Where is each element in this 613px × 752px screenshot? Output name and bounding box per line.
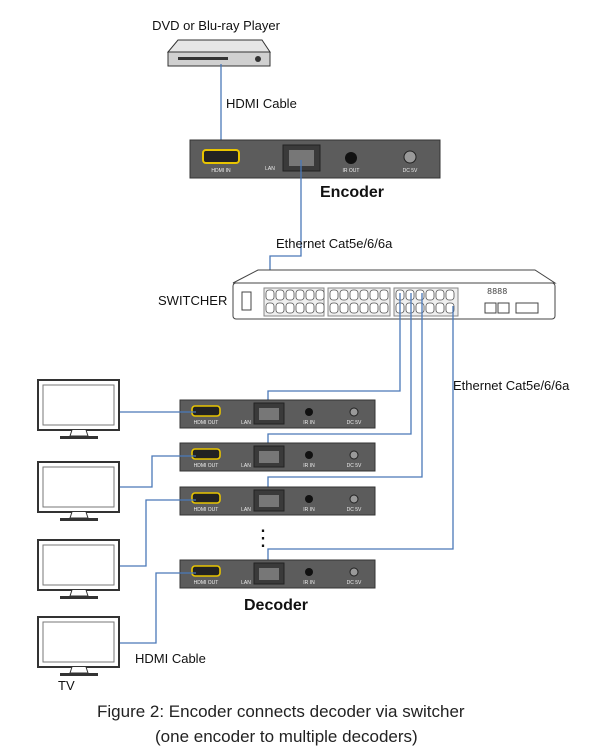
switcher-device: 8888 — [232, 269, 557, 320]
switch-port — [369, 302, 379, 314]
switcher-label: SWITCHER — [158, 293, 227, 308]
decoder-port-label: HDMI OUT — [194, 580, 219, 586]
hdmi-cable-bottom-label: HDMI Cable — [135, 651, 206, 666]
switch-port — [359, 289, 369, 301]
decoder-port-label: LAN — [241, 507, 251, 513]
switch-port — [265, 302, 275, 314]
switch-port — [329, 302, 339, 314]
caption-line-2: (one encoder to multiple decoders) — [155, 727, 418, 746]
ethernet-top-label: Ethernet Cat5e/6/6a — [276, 236, 393, 251]
ethernet-cable-decoder-4 — [267, 306, 454, 566]
switch-port — [425, 289, 435, 301]
switch-port — [295, 302, 305, 314]
tv-icon — [37, 539, 120, 599]
decoder-port-label: IR IN — [303, 420, 315, 426]
encoder-port-hdmi-in: HDMI IN — [211, 168, 231, 174]
switch-port — [329, 289, 339, 301]
decoder-port-label: HDMI OUT — [194, 420, 219, 426]
decoder-port-label: LAN — [241, 580, 251, 586]
decoder-port-label: LAN — [241, 463, 251, 469]
hdmi-cable-tv-3 — [120, 499, 196, 567]
encoder-title: Encoder — [320, 184, 384, 201]
switch-port — [315, 289, 325, 301]
switch-port — [265, 289, 275, 301]
hdmi-cable-top-label: HDMI Cable — [226, 96, 297, 111]
switch-port — [275, 289, 285, 301]
switch-port — [339, 302, 349, 314]
decoder-port-label: DC 5V — [347, 580, 362, 586]
encoder-port-ir-out: IR OUT — [343, 168, 360, 174]
switch-port — [305, 302, 315, 314]
switch-port — [305, 289, 315, 301]
caption-line-1: Figure 2: Encoder connects decoder via s… — [97, 702, 465, 721]
decoder-port-label: DC 5V — [347, 507, 362, 513]
switch-port — [379, 289, 389, 301]
decoder-port-label: IR IN — [303, 507, 315, 513]
switch-port — [379, 302, 389, 314]
decoder-port-label: DC 5V — [347, 420, 362, 426]
decoder-port-label: LAN — [241, 420, 251, 426]
switch-port — [405, 289, 415, 301]
decoder-title: Decoder — [244, 597, 308, 614]
decoder-device-4: HDMI OUT LAN IR IN DC 5V — [179, 559, 376, 589]
encoder-port-lan: LAN — [265, 166, 275, 172]
ethernet-cable-decoder-1 — [267, 293, 401, 406]
switch-port — [435, 289, 445, 301]
decoder-device-2: HDMI OUT LAN IR IN DC 5V — [179, 442, 376, 472]
switch-port — [285, 302, 295, 314]
switch-port — [285, 289, 295, 301]
more-decoders-ellipsis: ⋮ — [252, 525, 274, 550]
encoder-port-dc: DC 5V — [403, 168, 418, 174]
switch-port — [275, 302, 285, 314]
switch-port — [425, 302, 435, 314]
dvd-player-icon — [166, 39, 271, 67]
switch-port — [415, 289, 425, 301]
decoder-port-label: DC 5V — [347, 463, 362, 469]
switch-port — [405, 302, 415, 314]
tv-icon — [37, 461, 120, 521]
switch-port — [359, 302, 369, 314]
switch-port — [339, 289, 349, 301]
decoder-port-label: HDMI OUT — [194, 463, 219, 469]
switch-port — [315, 302, 325, 314]
switch-port — [349, 289, 359, 301]
ethernet-cable-decoder-2 — [267, 293, 412, 449]
svg-text:8888: 8888 — [487, 287, 507, 296]
tv-icon — [37, 379, 120, 439]
ethernet-cable-decoder-3 — [267, 293, 423, 493]
encoder-device: HDMI IN LAN IR OUT DC 5V — [189, 139, 441, 179]
switch-port — [445, 289, 455, 301]
switch-port — [445, 302, 455, 314]
switch-port — [349, 302, 359, 314]
tv-icon — [37, 616, 120, 676]
decoder-port-label: IR IN — [303, 463, 315, 469]
decoder-port-label: HDMI OUT — [194, 507, 219, 513]
decoder-device-3: HDMI OUT LAN IR IN DC 5V — [179, 486, 376, 516]
switch-port — [435, 302, 445, 314]
decoder-port-label: IR IN — [303, 580, 315, 586]
hdmi-cable-tv-2 — [120, 455, 196, 488]
switch-port — [369, 289, 379, 301]
switch-port — [295, 289, 305, 301]
switch-port — [415, 302, 425, 314]
tv-label: TV — [58, 678, 75, 693]
hdmi-cable-tv-4 — [120, 572, 196, 644]
decoder-device-1: HDMI OUT LAN IR IN DC 5V — [179, 399, 376, 429]
source-label: DVD or Blu-ray Player — [152, 18, 281, 33]
ethernet-right-label: Ethernet Cat5e/6/6a — [453, 378, 570, 393]
